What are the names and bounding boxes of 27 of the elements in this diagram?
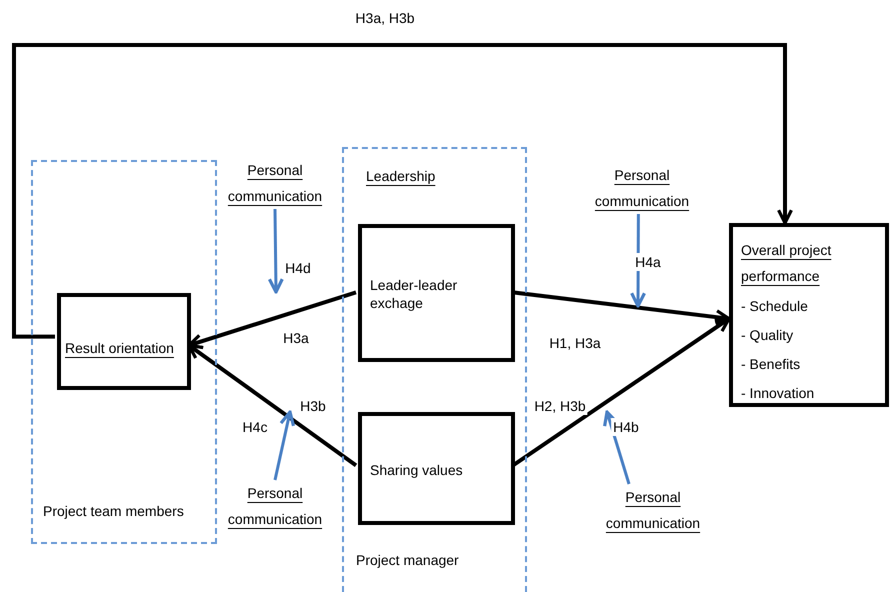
edge-label: H4a — [633, 253, 663, 271]
node-text: - Quality — [741, 326, 794, 344]
node-text: - Innovation — [741, 384, 814, 402]
node-label: Leader-leader exchage — [370, 276, 458, 312]
node-text: Project manager — [356, 551, 460, 569]
node-label: Leadership — [366, 167, 436, 185]
node-label: Sharing values — [370, 461, 464, 479]
process-box — [729, 223, 889, 407]
arrow — [268, 208, 284, 294]
node-text: - Schedule — [741, 297, 808, 315]
annotation-label: Personal communication — [582, 162, 702, 214]
dashed-group — [31, 160, 217, 544]
arrow — [603, 410, 630, 484]
dashed-group — [342, 147, 527, 592]
process-box — [57, 293, 191, 390]
annotation-label: Personal communication — [593, 484, 713, 536]
node-label: Result orientation — [65, 339, 175, 357]
arrow — [12, 43, 793, 339]
annotation-label: Personal communication — [215, 157, 335, 209]
node-text: - Benefits — [741, 355, 800, 373]
arrow — [274, 410, 296, 480]
annotation-label: Personal communication — [215, 480, 335, 532]
edge-label: H4b — [611, 418, 641, 436]
process-box — [358, 412, 515, 525]
process-box — [358, 224, 515, 362]
node-label: Project team members — [43, 502, 185, 520]
node-label: Overall project performance — [741, 241, 832, 286]
